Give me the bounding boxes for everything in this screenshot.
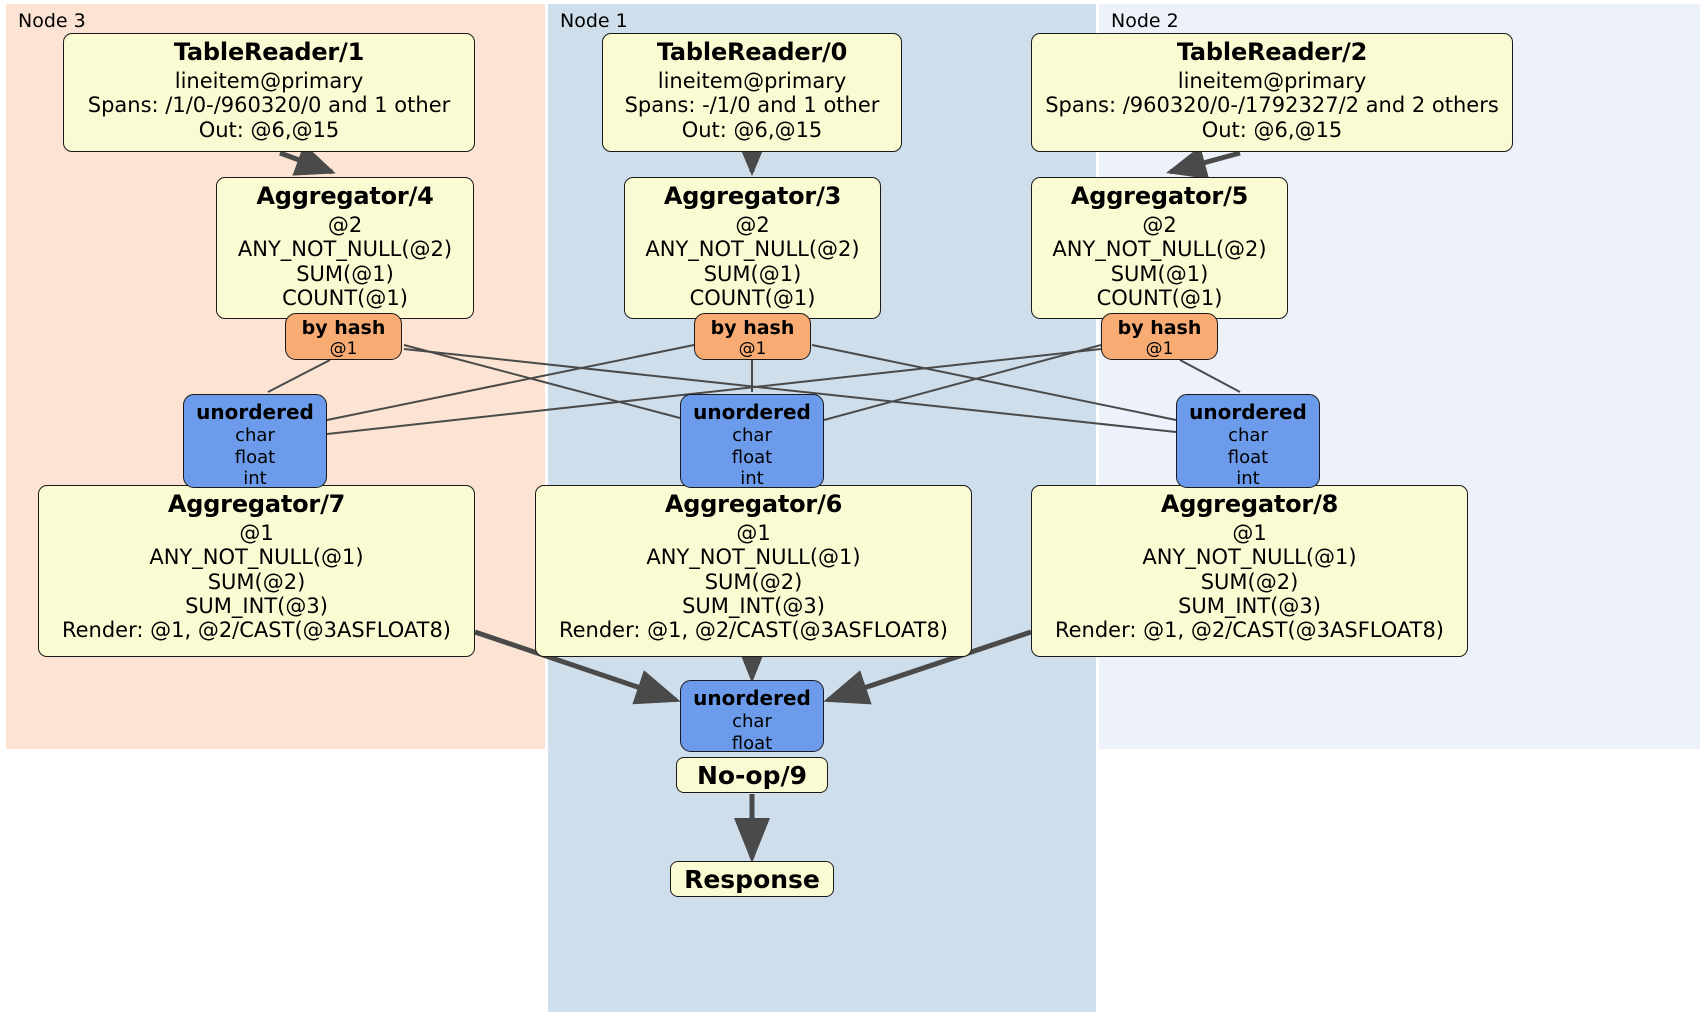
synchronizer-type: int (740, 468, 764, 490)
synchronizer-type: float (1227, 446, 1269, 468)
synchronizer-type: float (731, 732, 773, 754)
processor-detail: COUNT(@1) (282, 285, 408, 310)
processor-detail: SUM(@1) (1110, 261, 1209, 286)
processor-detail: SUM_INT(@3) (682, 593, 825, 618)
router-title: by hash (1117, 317, 1202, 339)
processor-detail: lineitem@primary (1177, 68, 1367, 93)
processor-detail: lineitem@primary (174, 68, 364, 93)
processor-detail: Out: @6,@15 (198, 117, 340, 142)
synchronizer-title: unordered (693, 686, 811, 710)
processor-detail: SUM(@2) (704, 569, 803, 594)
processor-title: No-op/9 (696, 760, 808, 790)
processor-detail: @2 (735, 212, 770, 237)
processor-title: Aggregator/5 (1070, 182, 1249, 210)
processor-detail: Out: @6,@15 (681, 117, 823, 142)
synchronizer-type: int (1236, 468, 1260, 490)
synchronizer-unordered-6[interactable]: unordered char float int (680, 394, 824, 490)
synchronizer-type: char (732, 711, 772, 732)
router-by-hash-4[interactable]: by hash @1 (285, 313, 402, 360)
router-detail: @1 (329, 339, 358, 359)
synchronizer-type: float (731, 446, 773, 468)
synchronizer-unordered-7[interactable]: unordered char float int (183, 394, 327, 490)
synchronizer-title: unordered (196, 400, 314, 424)
router-by-hash-5[interactable]: by hash @1 (1101, 313, 1218, 360)
router-detail: @1 (738, 339, 767, 359)
region-label-node-2: Node 2 (1111, 10, 1179, 32)
processor-detail: COUNT(@1) (1096, 285, 1223, 310)
processor-title: Aggregator/6 (664, 490, 843, 518)
processor-detail: Spans: /1/0-/960320/0 and 1 other (87, 93, 451, 118)
processor-detail: @1 (239, 520, 274, 545)
router-by-hash-3[interactable]: by hash @1 (694, 313, 811, 360)
synchronizer-title: unordered (693, 400, 811, 424)
synchronizer-type: char (235, 425, 275, 446)
processor-detail: Spans: -/1/0 and 1 other (624, 93, 880, 118)
processor-tablereader-0[interactable]: TableReader/0 lineitem@primary Spans: -/… (602, 33, 902, 152)
processor-tablereader-2[interactable]: TableReader/2 lineitem@primary Spans: /9… (1031, 33, 1513, 152)
processor-detail: ANY_NOT_NULL(@1) (1142, 545, 1357, 570)
synchronizer-type: char (732, 425, 772, 446)
synchronizer-type: float (234, 446, 276, 468)
processor-aggregator-5[interactable]: Aggregator/5 @2 ANY_NOT_NULL(@2) SUM(@1)… (1031, 177, 1288, 319)
region-label-node-3: Node 3 (18, 10, 86, 32)
region-label-node-1: Node 1 (560, 10, 628, 32)
processor-detail: ANY_NOT_NULL(@2) (237, 237, 453, 262)
processor-title: TableReader/2 (1176, 38, 1368, 66)
processor-detail: SUM_INT(@3) (1178, 593, 1321, 618)
synchronizer-unordered-final[interactable]: unordered char float (680, 680, 824, 754)
synchronizer-type: char (1228, 425, 1268, 446)
processor-no-op-9[interactable]: No-op/9 (676, 757, 828, 793)
processor-detail: lineitem@primary (657, 68, 847, 93)
processor-detail: @2 (1142, 212, 1177, 237)
processor-aggregator-3[interactable]: Aggregator/3 @2 ANY_NOT_NULL(@2) SUM(@1)… (624, 177, 881, 319)
router-title: by hash (710, 317, 795, 339)
processor-detail: ANY_NOT_NULL(@1) (646, 545, 861, 570)
synchronizer-unordered-8[interactable]: unordered char float int (1176, 394, 1320, 490)
processor-detail: ANY_NOT_NULL(@2) (645, 237, 860, 262)
processor-aggregator-7[interactable]: Aggregator/7 @1 ANY_NOT_NULL(@1) SUM(@2)… (38, 485, 475, 657)
processor-detail: SUM(@1) (296, 261, 394, 286)
processor-title: Aggregator/4 (256, 182, 434, 210)
processor-title: Response (684, 864, 820, 894)
router-title: by hash (301, 317, 386, 339)
processor-detail: COUNT(@1) (689, 285, 816, 310)
processor-tablereader-1[interactable]: TableReader/1 lineitem@primary Spans: /1… (63, 33, 475, 152)
processor-title: Aggregator/3 (663, 182, 842, 210)
processor-title: TableReader/0 (656, 38, 848, 66)
processor-aggregator-8[interactable]: Aggregator/8 @1 ANY_NOT_NULL(@1) SUM(@2)… (1031, 485, 1468, 657)
processor-aggregator-6[interactable]: Aggregator/6 @1 ANY_NOT_NULL(@1) SUM(@2)… (535, 485, 972, 657)
processor-detail: ANY_NOT_NULL(@1) (149, 545, 364, 570)
synchronizer-title: unordered (1189, 400, 1307, 424)
processor-detail: SUM_INT(@3) (185, 593, 328, 618)
processor-detail: @1 (1232, 520, 1267, 545)
processor-title: TableReader/1 (173, 38, 365, 66)
processor-title: Aggregator/8 (1160, 490, 1339, 518)
processor-detail: @2 (327, 212, 363, 237)
processor-render: Render: @1, @2/CAST(@3ASFLOAT8) (61, 618, 452, 643)
processor-render: Render: @1, @2/CAST(@3ASFLOAT8) (558, 618, 949, 643)
processor-detail: SUM(@2) (1200, 569, 1299, 594)
processor-title: Aggregator/7 (167, 490, 346, 518)
processor-detail: ANY_NOT_NULL(@2) (1052, 237, 1267, 262)
processor-render: Render: @1, @2/CAST(@3ASFLOAT8) (1054, 618, 1445, 643)
processor-detail: Spans: /960320/0-/1792327/2 and 2 others (1045, 93, 1499, 118)
processor-detail: @1 (736, 520, 771, 545)
processor-aggregator-4[interactable]: Aggregator/4 @2 ANY_NOT_NULL(@2) SUM(@1)… (216, 177, 474, 319)
synchronizer-type: int (243, 468, 267, 490)
processor-detail: SUM(@1) (703, 261, 802, 286)
processor-detail: Out: @6,@15 (1201, 117, 1343, 142)
router-detail: @1 (1145, 339, 1174, 359)
processor-response[interactable]: Response (670, 861, 834, 897)
processor-detail: SUM(@2) (207, 569, 306, 594)
